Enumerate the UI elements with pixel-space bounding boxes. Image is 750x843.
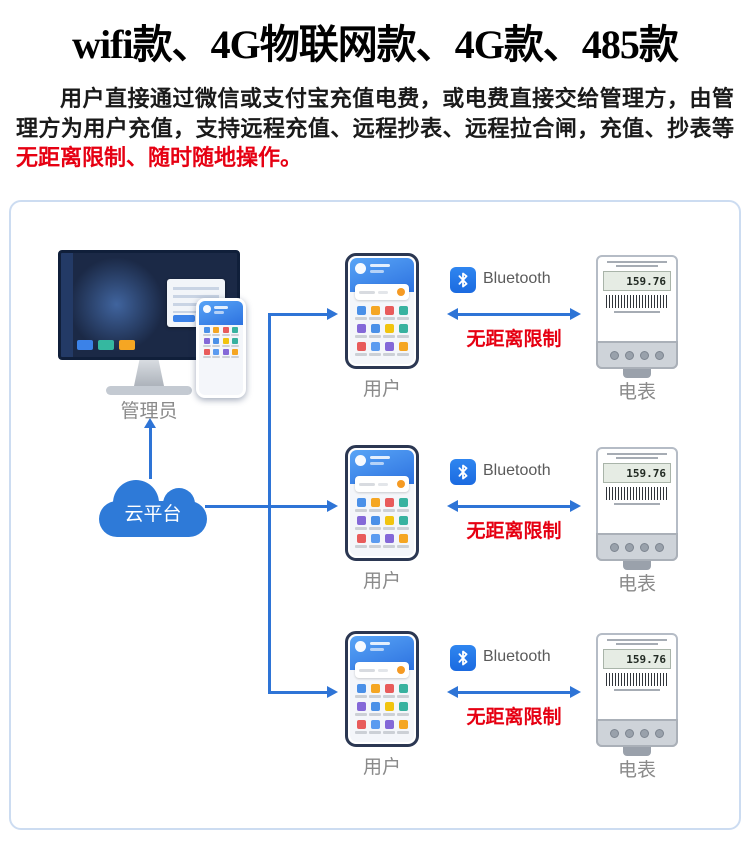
phone-meter-double-arrow xyxy=(447,686,581,698)
meter-label: 电表 xyxy=(617,574,656,595)
meter-header-text xyxy=(604,639,670,645)
cloud-connector-line xyxy=(205,505,269,508)
distance-limit-label: 无距离限制 xyxy=(466,707,562,728)
meter-terminals xyxy=(596,341,678,369)
meter-lcd: 159.76 xyxy=(603,649,671,669)
meter-reading: 159.76 xyxy=(626,466,666,480)
phone-meter-double-arrow xyxy=(447,500,581,512)
meter-lcd: 159.76 xyxy=(603,271,671,291)
admin-phone-app-grid xyxy=(199,325,243,360)
admin-phone-screen xyxy=(199,301,243,395)
meter-label-line xyxy=(614,311,660,313)
meter-terminals xyxy=(596,719,678,747)
bluetooth-label: Bluetooth xyxy=(483,270,551,287)
meter-mount-tab xyxy=(623,561,651,570)
user-label: 用户 xyxy=(362,571,401,592)
bluetooth-icon xyxy=(450,645,476,671)
meter-label-line xyxy=(614,689,660,691)
avatar xyxy=(355,263,366,274)
electric-meter: 159.76 xyxy=(596,633,678,756)
distance-limit-label: 无距离限制 xyxy=(466,521,562,542)
phone-meter-double-arrow xyxy=(447,308,581,320)
meter-barcode xyxy=(606,295,668,308)
notification-dot xyxy=(397,288,405,296)
meter-terminals xyxy=(596,533,678,561)
bluetooth-label: Bluetooth xyxy=(483,462,551,479)
meter-header-text xyxy=(604,453,670,459)
bluetooth-icon xyxy=(450,267,476,293)
connector-trunk-line xyxy=(268,313,271,694)
user-label: 用户 xyxy=(362,379,401,400)
admin-label: 管理员 xyxy=(120,401,178,422)
user-phone-balance-card xyxy=(355,476,409,492)
cloud-label: 云平台 xyxy=(124,504,182,525)
user-phone xyxy=(345,253,419,369)
monitor-widgets xyxy=(77,340,135,350)
avatar xyxy=(355,641,366,652)
notification-dot xyxy=(397,666,405,674)
intro-paragraph: 用户直接通过微信或支付宝充值电费，或电费直接交给管理方，由管理方为用户充值，支持… xyxy=(16,84,734,173)
branch-arrow-1 xyxy=(268,308,338,320)
monitor-stand xyxy=(134,360,164,386)
flow-row-2: 用户 Bluetooth 无距离限制 159.76 电表 xyxy=(0,445,750,595)
user-phone-screen xyxy=(350,450,414,556)
admin-monitor-screen xyxy=(58,250,240,360)
avatar xyxy=(355,455,366,466)
user-phone-balance-card xyxy=(355,284,409,300)
flow-row-1: 用户 Bluetooth 无距离限制 159.76 电表 xyxy=(0,253,750,403)
branch-arrow-2 xyxy=(268,500,338,512)
user-phone-screen xyxy=(350,636,414,742)
page-title: wifi款、4G物联网款、4G款、485款 xyxy=(72,22,679,67)
user-phone-app-grid xyxy=(350,495,414,551)
flow-row-3: 用户 Bluetooth 无距离限制 159.76 电表 xyxy=(0,631,750,781)
user-phone-balance-card xyxy=(355,662,409,678)
electric-meter: 159.76 xyxy=(596,447,678,570)
admin-group xyxy=(58,250,248,400)
meter-mount-tab xyxy=(623,747,651,756)
meter-reading: 159.76 xyxy=(626,274,666,288)
cloud-icon xyxy=(99,480,207,537)
cloud-to-admin-arrow xyxy=(144,418,156,479)
distance-limit-label: 无距离限制 xyxy=(466,329,562,350)
admin-phone-header xyxy=(199,301,243,325)
bluetooth-label: Bluetooth xyxy=(483,648,551,665)
monitor-base xyxy=(106,386,192,395)
meter-label: 电表 xyxy=(617,760,656,781)
user-phone xyxy=(345,445,419,561)
meter-header-text xyxy=(604,261,670,267)
user-phone-screen xyxy=(350,258,414,364)
avatar xyxy=(203,305,211,313)
meter-reading: 159.76 xyxy=(626,652,666,666)
bluetooth-icon xyxy=(450,459,476,485)
user-label: 用户 xyxy=(362,757,401,778)
intro-highlight-text: 无距离限制、随时随地操作。 xyxy=(16,145,303,171)
user-phone xyxy=(345,631,419,747)
notification-dot xyxy=(397,480,405,488)
intro-text: 用户直接通过微信或支付宝充值电费，或电费直接交给管理方，由管理方为用户充值，支持… xyxy=(16,86,734,141)
meter-mount-tab xyxy=(623,369,651,378)
cloud-platform: 云平台 xyxy=(99,479,207,537)
user-phone-app-grid xyxy=(350,681,414,737)
admin-phone xyxy=(196,298,246,398)
monitor-glow-decoration xyxy=(69,257,164,352)
meter-barcode xyxy=(606,487,668,500)
electric-meter: 159.76 xyxy=(596,255,678,378)
branch-arrow-3 xyxy=(268,686,338,698)
meter-label-line xyxy=(614,503,660,505)
user-phone-app-grid xyxy=(350,303,414,359)
meter-label: 电表 xyxy=(617,382,656,403)
meter-lcd: 159.76 xyxy=(603,463,671,483)
meter-barcode xyxy=(606,673,668,686)
